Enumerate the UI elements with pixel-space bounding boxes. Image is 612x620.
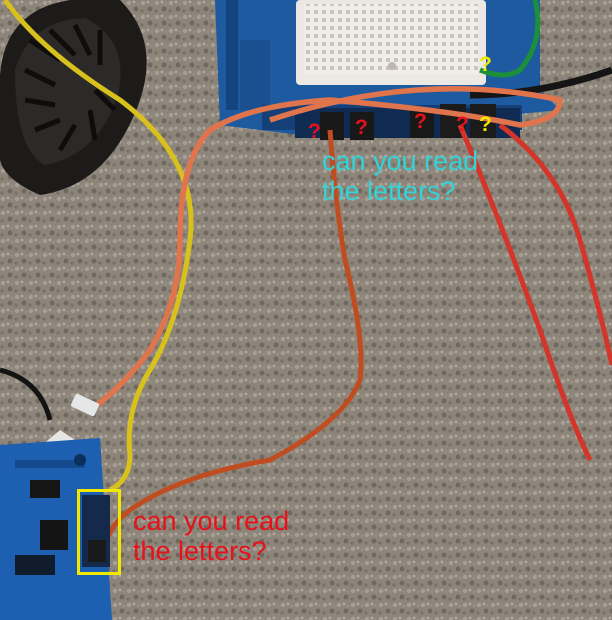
red-wire-middle <box>457 124 593 462</box>
bottom-note-line2: the letters? <box>133 536 267 566</box>
highlight-box <box>77 489 121 575</box>
brown-wire <box>102 129 364 546</box>
robot-wheel <box>0 0 147 195</box>
black-wire <box>469 66 612 99</box>
top-note-line2: the letters? <box>322 176 456 206</box>
orange-wire <box>88 86 563 413</box>
yellow-wire <box>2 0 194 493</box>
bottom-note-line1: can you read <box>133 506 290 536</box>
green-wire <box>479 0 541 78</box>
question-mark: ? <box>355 116 368 139</box>
question-mark: ? <box>456 113 469 136</box>
question-mark: ? <box>308 120 321 143</box>
black-wire-left <box>0 367 53 421</box>
question-mark: ? <box>414 110 427 133</box>
mini-breadboard <box>296 0 486 85</box>
top-note-line1: can you read <box>322 146 479 176</box>
question-mark: ? <box>479 113 492 136</box>
red-wire-right <box>498 123 612 366</box>
question-mark: ? <box>479 53 492 76</box>
